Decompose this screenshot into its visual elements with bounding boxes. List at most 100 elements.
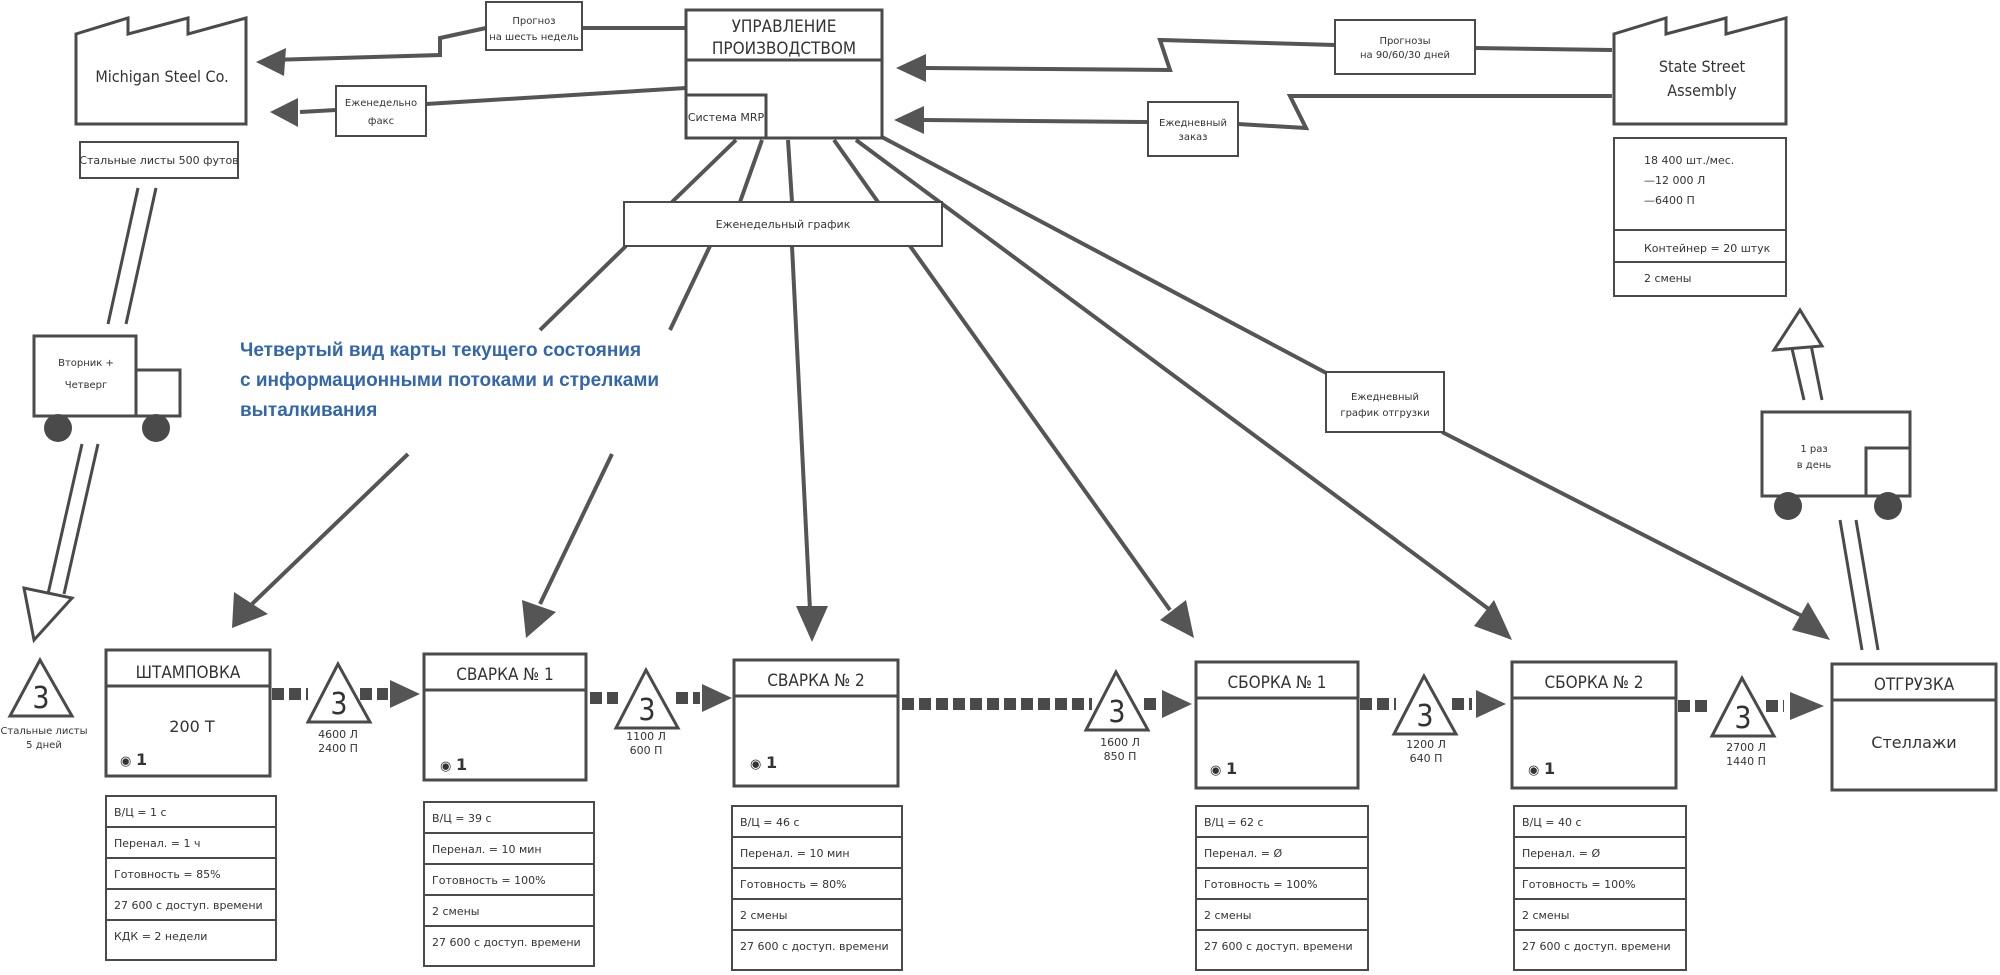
- weekly-schedule-box: [623, 201, 943, 247]
- operator-count: 1: [766, 753, 777, 772]
- inventory-left: 1100 Л: [626, 730, 666, 743]
- process-box: [1830, 662, 1998, 792]
- inventory-left: 1200 Л: [1406, 738, 1446, 751]
- schedule-line-2: [738, 139, 764, 203]
- raw-inventory-triangle: [7, 656, 75, 718]
- daily-order-zigzag-line: [1237, 94, 1612, 131]
- operator-count: 1: [456, 755, 467, 774]
- caption: Четвертый вид карты текущего состояния с…: [240, 340, 659, 421]
- process-weld-2: СВАРКА № 2 ◉ 1 В/Ц = 46 с Перенал. = 10 …: [731, 658, 903, 971]
- push-arrowhead-5: [1790, 692, 1824, 720]
- fax-arrowhead: [270, 98, 298, 127]
- ship-schedule-line1: Ежедневный: [1351, 392, 1419, 403]
- process-name: СВАРКА № 2: [767, 671, 865, 691]
- data-available-time: 27 600 с доступ. времени: [432, 936, 581, 949]
- daily-order-line1: Ежедневный: [1159, 118, 1227, 129]
- information-flows: [232, 26, 1830, 642]
- caption-line-2: с информационными потоками и стрелками: [240, 370, 659, 391]
- customer-name-2: Assembly: [1667, 81, 1737, 100]
- customer-forecast-line: [1474, 46, 1613, 52]
- inventory-triangle: [613, 666, 681, 730]
- process-weld-1: СВАРКА № 1 ◉ 1 В/Ц = 39 с Перенал. = 10 …: [422, 652, 595, 967]
- inventory-right: 600 П: [630, 744, 663, 757]
- customer-forecast-arrowhead: [896, 54, 926, 82]
- shipment-arrows: [22, 187, 1880, 651]
- raw-inventory-line2: 5 дней: [26, 740, 62, 751]
- inventory-symbol: 3: [1108, 695, 1125, 730]
- inventory-triangle: [305, 660, 373, 724]
- shipping-arrowhead: [1792, 602, 1830, 640]
- assembly2-arrowhead: [1474, 600, 1512, 640]
- supplier-name: Michigan Steel Co.: [95, 67, 228, 86]
- outbound-truck-cab: [1864, 446, 1912, 498]
- ship-schedule-to-shipping: [1441, 430, 1807, 620]
- data-changeover: Перенал. = 1 ч: [114, 837, 200, 850]
- customer-factory-icon: [1612, 15, 1788, 126]
- control-to-ship-schedule: [879, 134, 1331, 377]
- fax-line: [425, 86, 687, 106]
- fax-line2: факс: [368, 116, 394, 127]
- schedule-line-4: [832, 138, 880, 204]
- forecast6-box: [485, 1, 583, 51]
- schedule-to-weld1-upper: [668, 245, 712, 331]
- forecast90-line2: на 90/60/30 дней: [1360, 50, 1450, 61]
- data-changeover: Перенал. = Ø: [1204, 847, 1282, 860]
- forecast6-line1: Прогноз: [512, 16, 555, 27]
- data-available-time: 27 600 с доступ. времени: [740, 940, 889, 953]
- production-control-title-2: ПРОИЗВОДСТВОМ: [712, 39, 856, 59]
- data-available-time: 27 600 с доступ. времени: [1204, 940, 1353, 953]
- inventory-symbol: 3: [1416, 699, 1433, 734]
- inventory-right: 2400 П: [318, 742, 358, 755]
- schedule-to-stamping-upper: [538, 244, 628, 332]
- process-name: СВАРКА № 1: [456, 665, 554, 685]
- supplier-material-box: [79, 141, 239, 179]
- fax-line1: Еженедельно: [345, 98, 417, 109]
- push-arrowhead-1: [390, 680, 420, 708]
- forecast6-line2: на шесть недель: [489, 32, 579, 43]
- raw-inventory-symbol: 3: [32, 681, 49, 716]
- operator-icon: ◉: [120, 754, 131, 769]
- process-box: [732, 658, 900, 788]
- forecast-arrowhead: [256, 48, 286, 76]
- supplier-material: Стальные листы 500 футов: [79, 154, 238, 167]
- data-available-time: 27 600 с доступ. времени: [114, 899, 263, 912]
- inventory-right: 850 П: [1104, 750, 1137, 763]
- inventory-triangle: [1083, 668, 1151, 732]
- process-box: [1510, 660, 1678, 790]
- data-box: [1513, 805, 1687, 971]
- data-shifts: 2 смены: [1204, 909, 1252, 922]
- data-box: [423, 801, 595, 967]
- daily-order-box: [1147, 101, 1239, 157]
- process-name: ОТГРУЗКА: [1874, 675, 1955, 695]
- inbound-truck-line1: Вторник +: [58, 358, 114, 369]
- data-shifts: 2 смены: [740, 909, 788, 922]
- inventory-symbol: 3: [1734, 701, 1751, 736]
- data-uptime: Готовность = 100%: [1204, 878, 1318, 891]
- control-to-assembly2: [854, 138, 1492, 612]
- customer-data-box: [1613, 137, 1787, 297]
- data-changeover: Перенал. = 10 мин: [740, 847, 850, 860]
- mrp-label: Система MRP: [688, 111, 765, 124]
- ship-schedule-box: [1325, 371, 1445, 433]
- notes: Прогноз на шесть недель Еженедельно факс…: [335, 1, 1476, 433]
- data-cycle-time: В/Ц = 62 с: [1204, 816, 1264, 829]
- caption-line-3: выталкивания: [240, 400, 377, 421]
- operator-count: 1: [1226, 759, 1237, 778]
- data-cycle-time: В/Ц = 1 с: [114, 806, 167, 819]
- data-changeover: Перенал. = Ø: [1522, 847, 1600, 860]
- inbound-truck-cab: [134, 368, 182, 418]
- data-box: [105, 795, 277, 961]
- process-stamping: ШТАМПОВКА 200 Т ◉ 1 В/Ц = 1 с Перенал. =…: [104, 648, 277, 961]
- customer-forecast-zigzag-line: [925, 37, 1336, 73]
- data-cycle-time: В/Ц = 39 с: [432, 812, 492, 825]
- schedule-to-assembly1: [908, 244, 1172, 612]
- daily-order-line: [923, 118, 1149, 124]
- process-name: СБОРКА № 2: [1544, 673, 1643, 693]
- inbound-truck-body: [32, 334, 138, 418]
- inventory-left: 2700 Л: [1726, 741, 1766, 754]
- operator-icon: ◉: [1210, 763, 1221, 778]
- schedule-to-stamping-lower: [250, 452, 410, 606]
- inventory-1: 3 4600 Л 2400 П: [305, 660, 373, 755]
- stamping-arrowhead: [232, 592, 268, 628]
